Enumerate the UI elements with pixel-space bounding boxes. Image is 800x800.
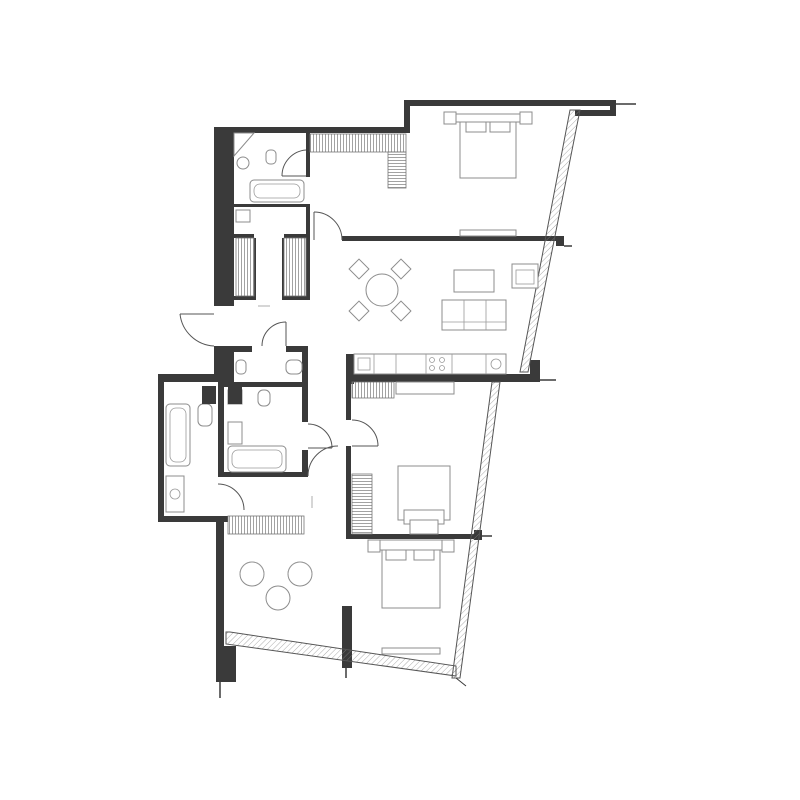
bathtub-icon-3 [165,403,191,467]
wardrobe-2b [351,473,373,535]
sink-icon-hall [285,359,303,375]
double-bed-2 [367,539,455,609]
chair-left [239,561,265,587]
tv-console [459,229,517,237]
bathtub-icon-2 [227,445,287,473]
round-table [265,585,291,611]
double-bed [443,111,533,179]
shower-icon [233,132,256,158]
kitchen-counter [353,353,507,375]
toilet-icon [265,149,277,165]
coffee-table [453,269,495,293]
bathtub-icon [249,179,305,203]
sink-icon-2 [235,209,251,223]
sink-icon-3 [165,475,185,513]
sink-icon [236,156,250,170]
sink-icon-b2 [227,421,243,445]
storage-right [283,237,307,297]
sofa [441,299,507,331]
toilet-icon-3 [197,403,213,427]
wardrobe-3 [227,515,305,535]
tv-console-2 [381,647,441,655]
door-wc [261,321,287,347]
bedroom-3 [367,539,455,655]
dining-table [348,258,412,322]
wardrobe [309,133,407,153]
bathroom-2 [227,389,339,477]
glazed-facade [225,109,581,687]
toilet-icon-hall [235,359,247,375]
hall [179,313,313,508]
bedroom-2 [351,381,455,535]
door-bedroom-1 [313,211,343,241]
bathroom-3 [165,386,245,513]
bedroom-1 [309,111,533,241]
dining-area [227,515,313,611]
toilet-icon-2 [257,389,271,407]
wardrobe-side [387,151,407,189]
armchair [511,263,539,289]
entrance-door [179,313,215,347]
living-kitchen [348,258,539,375]
single-bed [397,465,451,535]
exterior-walls [158,100,636,698]
chair-right [287,561,313,587]
wardrobe-2 [351,381,395,399]
bathroom-1 [233,132,307,307]
storage-left [235,237,255,297]
